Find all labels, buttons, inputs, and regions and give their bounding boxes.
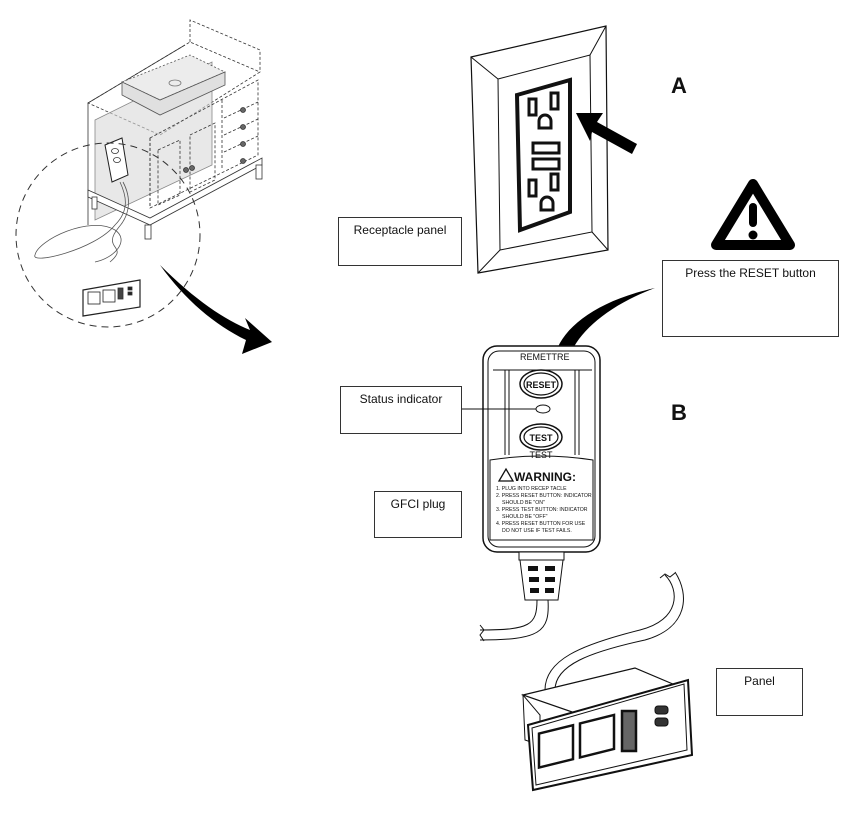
step-label-a: A [671, 73, 687, 98]
callout-panel: Panel [716, 668, 803, 716]
step-label-b: B [671, 400, 687, 425]
gfci-brand: REMETTRE [520, 352, 570, 362]
warning-line: DO NOT USE IF TEST FAILS. [502, 528, 572, 534]
callout-panel-label: Panel [744, 674, 775, 688]
callout-press-reset-label: Press the RESET button [685, 266, 816, 280]
warning-line: 1. PLUG INTO RECEP TACLE [496, 486, 567, 492]
warning-line: SHOULD BE "ON" [502, 500, 545, 506]
warning-triangle-icon [711, 179, 795, 250]
warning-title: WARNING: [514, 470, 576, 484]
status-indicator-led [535, 404, 551, 414]
wall-receptacle-illustration [470, 25, 609, 274]
callout-receptacle-panel: Receptacle panel [338, 217, 462, 266]
callout-receptacle-panel-label: Receptacle panel [353, 223, 447, 237]
curved-arrow-icon [160, 265, 272, 354]
callout-status-indicator-label: Status indicator [359, 392, 443, 406]
callout-status-indicator: Status indicator [340, 386, 462, 434]
reset-button[interactable]: RESET [526, 380, 557, 390]
warning-line: SHOULD BE "OFF" [502, 514, 548, 520]
test-button[interactable]: TEST [529, 433, 553, 443]
warning-heading: WARNING: [497, 467, 576, 484]
power-cords [479, 571, 684, 691]
callout-press-reset: Press the RESET button [662, 260, 839, 337]
callout-gfci-plug: GFCI plug [374, 491, 462, 538]
power-panel-illustration [520, 667, 694, 792]
arrow-icon [576, 113, 637, 154]
callout-gfci-plug-label: GFCI plug [390, 497, 446, 511]
vanity-cabinet-illustration [15, 19, 263, 328]
test-label: TEST [529, 450, 553, 460]
warning-line: 3. PRESS TEST BUTTON: INDICATOR [496, 507, 588, 513]
warning-instructions: 1. PLUG INTO RECEP TACLE 2. PRESS RESET … [496, 486, 592, 534]
gfci-plug-illustration [482, 345, 601, 601]
warning-line: 4. PRESS RESET BUTTON FOR USE [496, 521, 586, 527]
warning-line: 2. PRESS RESET BUTTON: INDICATOR [496, 493, 592, 499]
